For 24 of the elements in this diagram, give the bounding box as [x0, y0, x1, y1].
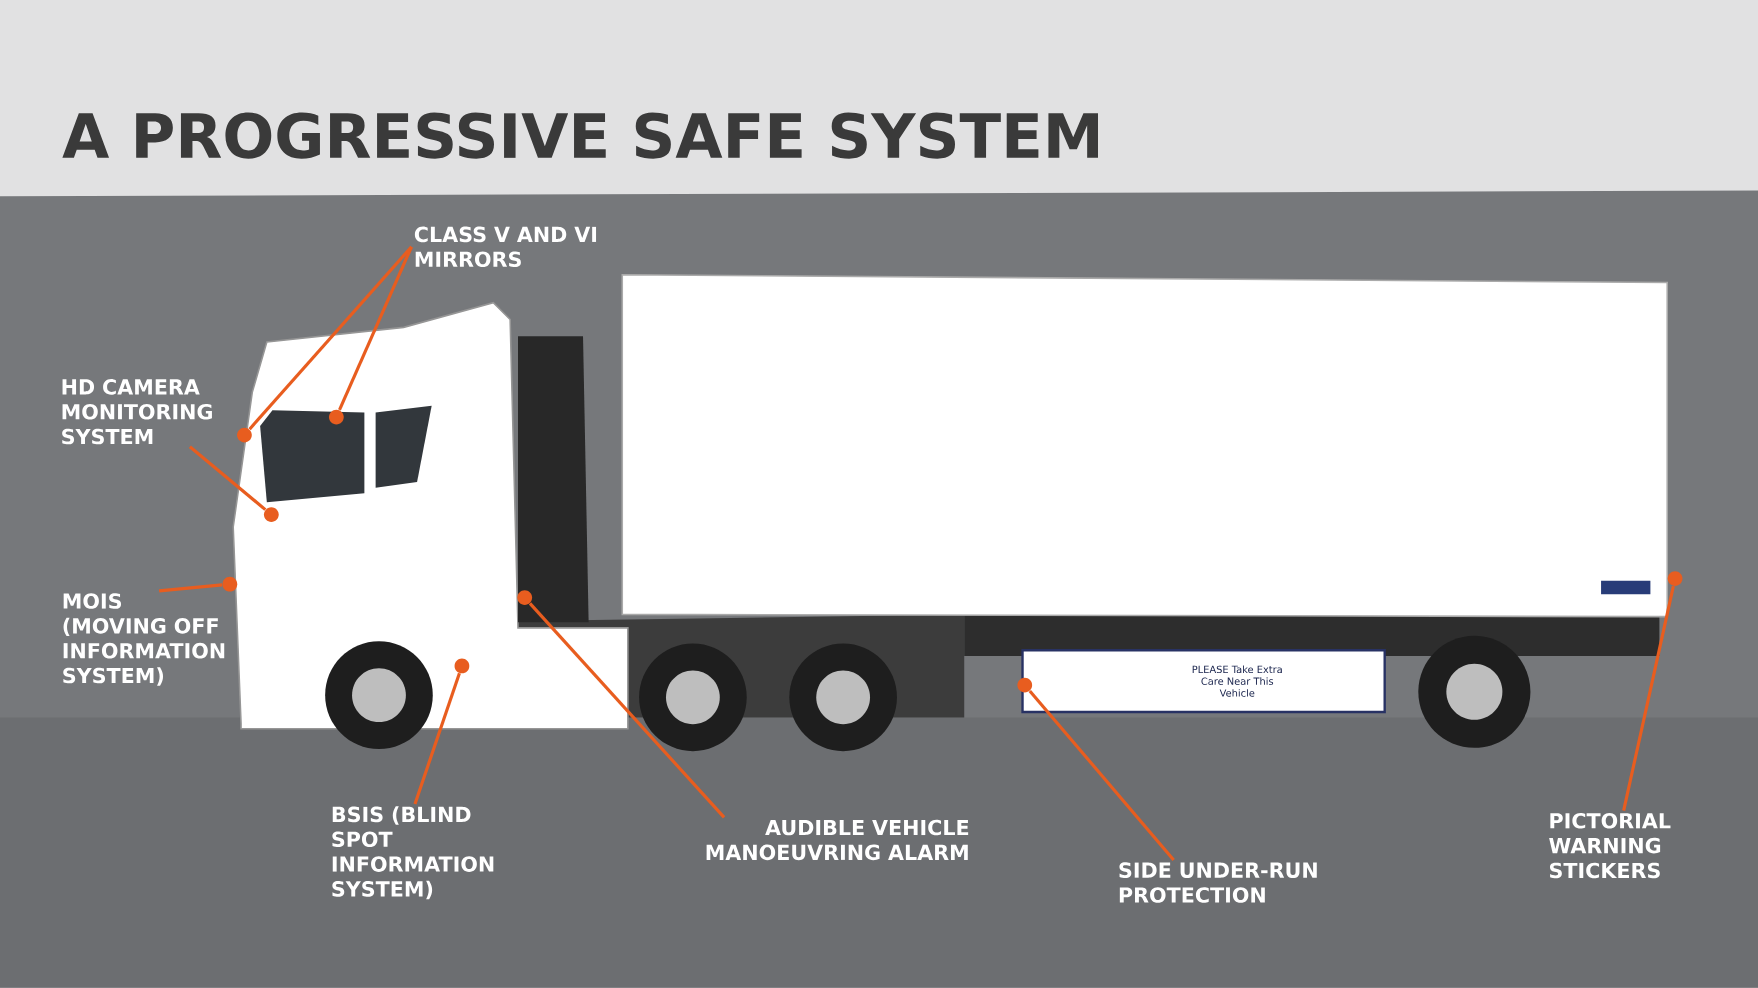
- callout-text: AUDIBLE VEHICLE MANOEUVRING ALARM: [706, 819, 969, 861]
- dot-marker: [263, 507, 279, 523]
- dot-marker: [1667, 571, 1683, 587]
- warning-sign-panel: PLEASE Take Extra Care Near This Vehicle: [1021, 649, 1386, 714]
- callout-text: MOIS (MOVING OFF INFORMATION SYSTEM): [63, 593, 225, 686]
- dot-marker: [222, 576, 238, 592]
- dot-marker: [517, 590, 533, 606]
- callout-text: SIDE UNDER-RUN PROTECTION: [1119, 862, 1317, 903]
- leader-line: [528, 602, 726, 819]
- callout-text: HD CAMERA MONITORING SYSTEM: [62, 379, 212, 445]
- leader-line: [338, 246, 413, 411]
- callout-text: BSIS (BLIND SPOT INFORMATION SYSTEM): [332, 806, 494, 900]
- leader-line: [1028, 690, 1175, 862]
- dot-marker: [328, 409, 344, 425]
- callout-text: CLASS V AND VI MIRRORS: [414, 226, 597, 268]
- leader-line: [159, 583, 223, 593]
- title: A PROGRESSIVE SAFE SYSTEM: [62, 112, 1098, 159]
- dot-marker: [454, 658, 470, 674]
- leader-line: [188, 445, 267, 511]
- leader-line: [1622, 585, 1675, 812]
- dot-marker: [1017, 677, 1033, 693]
- dot-marker: [237, 427, 252, 443]
- callout-text: PICTORIAL WARNING STICKERS: [1549, 813, 1671, 879]
- leader-line: [413, 672, 461, 805]
